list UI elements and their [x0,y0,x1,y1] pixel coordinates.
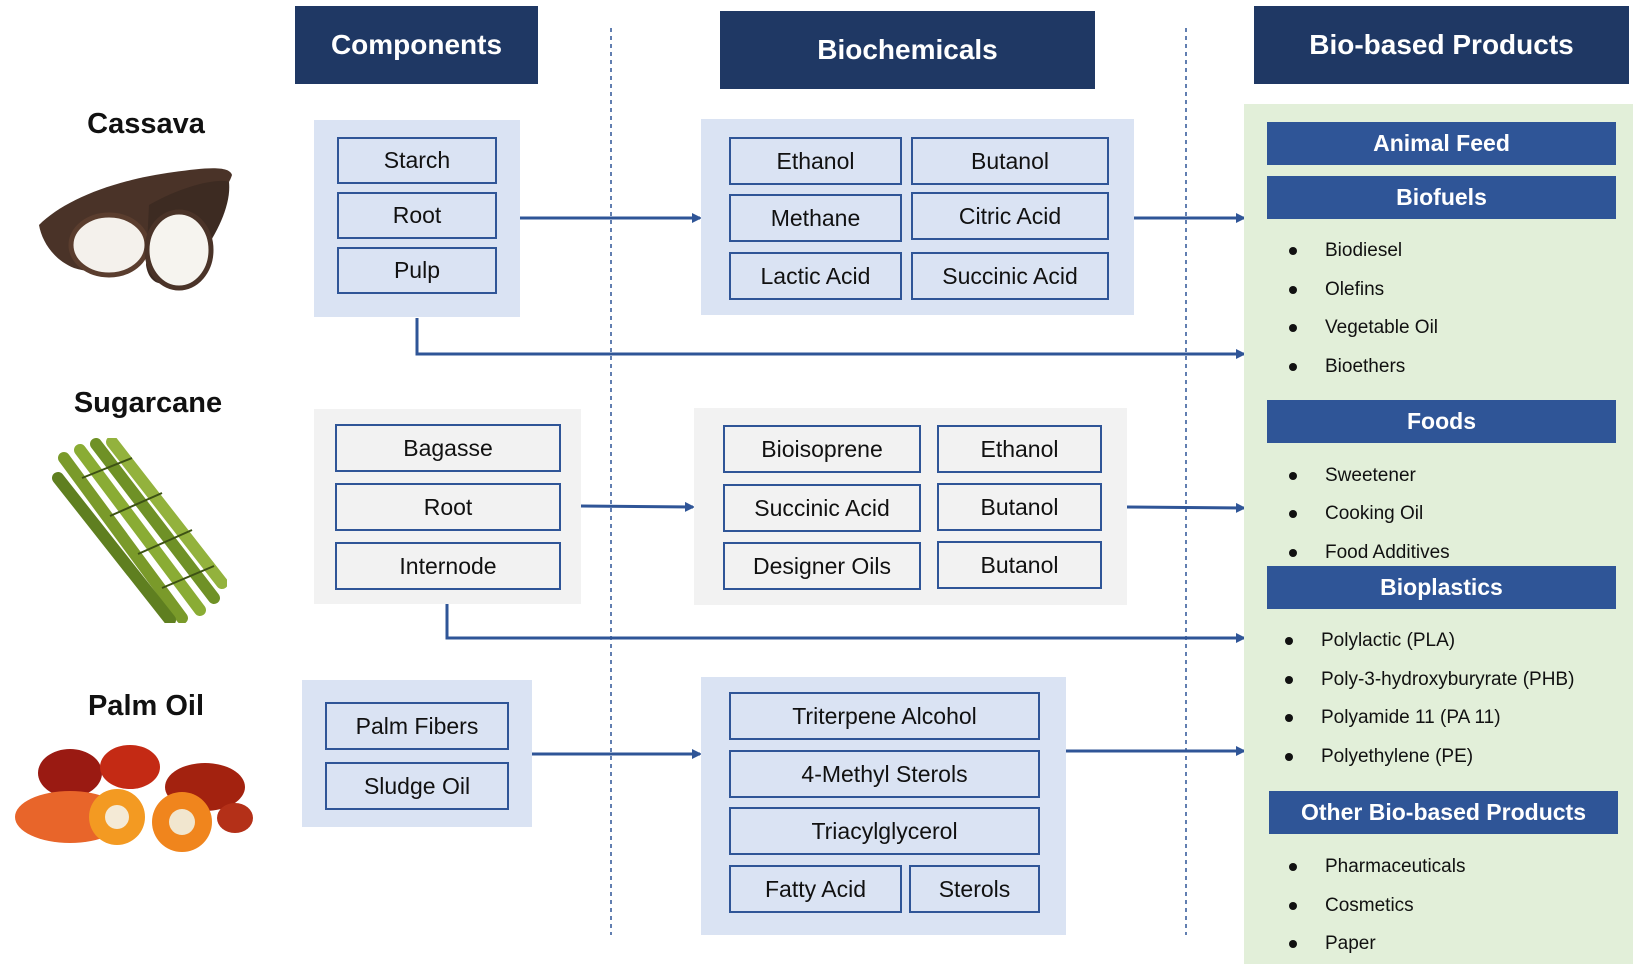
sugarcane-image [52,438,227,623]
biochemical-box: Butanol [937,541,1102,589]
biochemical-box: 4-Methyl Sterols [729,750,1040,798]
component-box: Palm Fibers [325,702,509,750]
biochemical-box: Butanol [911,137,1109,185]
arrow-sugarcane-to-biochem [580,501,695,512]
cassava-image [39,168,232,291]
biochemical-box: Fatty Acid [729,865,902,913]
biochemical-box: Succinic Acid [723,484,921,532]
arrow-sugarcane-to-products [445,604,1246,643]
header-components: Components [295,6,538,84]
biochemical-box: Lactic Acid [729,252,902,300]
component-box: Internode [335,542,561,590]
category-foods: Foods [1267,400,1616,443]
component-box: Pulp [337,247,497,294]
crop-label-cassava: Cassava [87,108,205,140]
biochemical-box: Methane [729,194,902,242]
category-other-bio-based-products: Other Bio-based Products [1269,791,1618,834]
biochemical-box: Bioisoprene [723,425,921,473]
biochemical-box: Triacylglycerol [729,807,1040,855]
palm-fruit-image [15,745,253,852]
category-bioplastics: Bioplastics [1267,566,1616,609]
header-bio-based-products: Bio-based Products [1254,6,1629,84]
arrow-cassava-to-products [415,318,1246,359]
biochemical-box: Sterols [909,865,1040,913]
biochemical-box: Ethanol [937,425,1102,473]
component-box: Sludge Oil [325,762,509,810]
category-animal-feed: Animal Feed [1267,122,1616,165]
component-box: Starch [337,137,497,184]
biochemical-box: Ethanol [729,137,902,185]
component-box: Root [335,483,561,531]
biochemical-box: Triterpene Alcohol [729,692,1040,740]
biochemical-box: Designer Oils [723,542,921,590]
arrow-sugarcane-biochem-to-products [1126,502,1246,513]
crop-label-sugarcane: Sugarcane [73,387,223,419]
component-box: Root [337,192,497,239]
header-biochemicals: Biochemicals [720,11,1095,89]
products-panel [1244,104,1633,964]
category-biofuels: Biofuels [1267,176,1616,219]
crop-label-palm-oil: Palm Oil [87,690,205,722]
biochemical-box: Butanol [937,483,1102,531]
biochemical-box: Citric Acid [911,192,1109,240]
biochemical-box: Succinic Acid [911,252,1109,300]
component-box: Bagasse [335,424,561,472]
